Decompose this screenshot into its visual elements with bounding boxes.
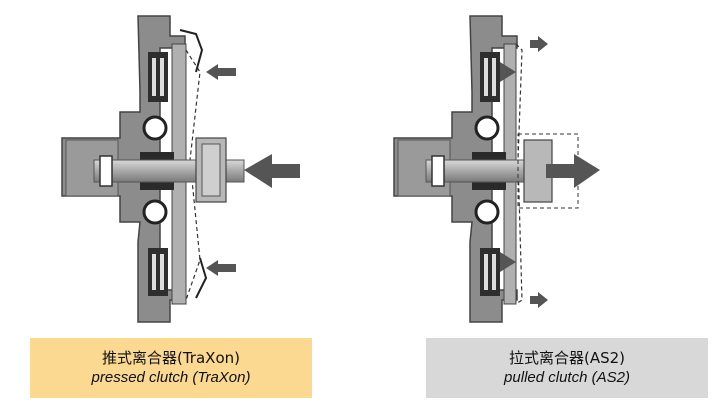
pulled-clutch-caption: 拉式离合器(AS2) pulled clutch (AS2)	[426, 338, 708, 398]
right-arrow-icon	[530, 36, 600, 308]
right-lower-disc	[480, 248, 500, 296]
pulled-clutch-caption-zh: 拉式离合器(AS2)	[508, 349, 626, 367]
right-upper-disc	[480, 52, 500, 102]
pressed-clutch-caption: 推式离合器(TraXon) pressed clutch (TraXon)	[30, 338, 312, 398]
pressed-clutch-diagram	[61, 15, 300, 323]
pulled-clutch-diagram	[393, 15, 600, 323]
clutch-diagrams	[61, 15, 600, 323]
pressed-clutch-caption-zh: 推式离合器(TraXon)	[102, 349, 240, 367]
left-lower-disc	[148, 248, 168, 296]
left-upper-disc	[148, 52, 168, 102]
left-arrow-icon	[206, 64, 300, 276]
pulled-clutch-caption-en: pulled clutch (AS2)	[504, 369, 630, 386]
pressed-clutch-caption-en: pressed clutch (TraXon)	[91, 369, 251, 386]
